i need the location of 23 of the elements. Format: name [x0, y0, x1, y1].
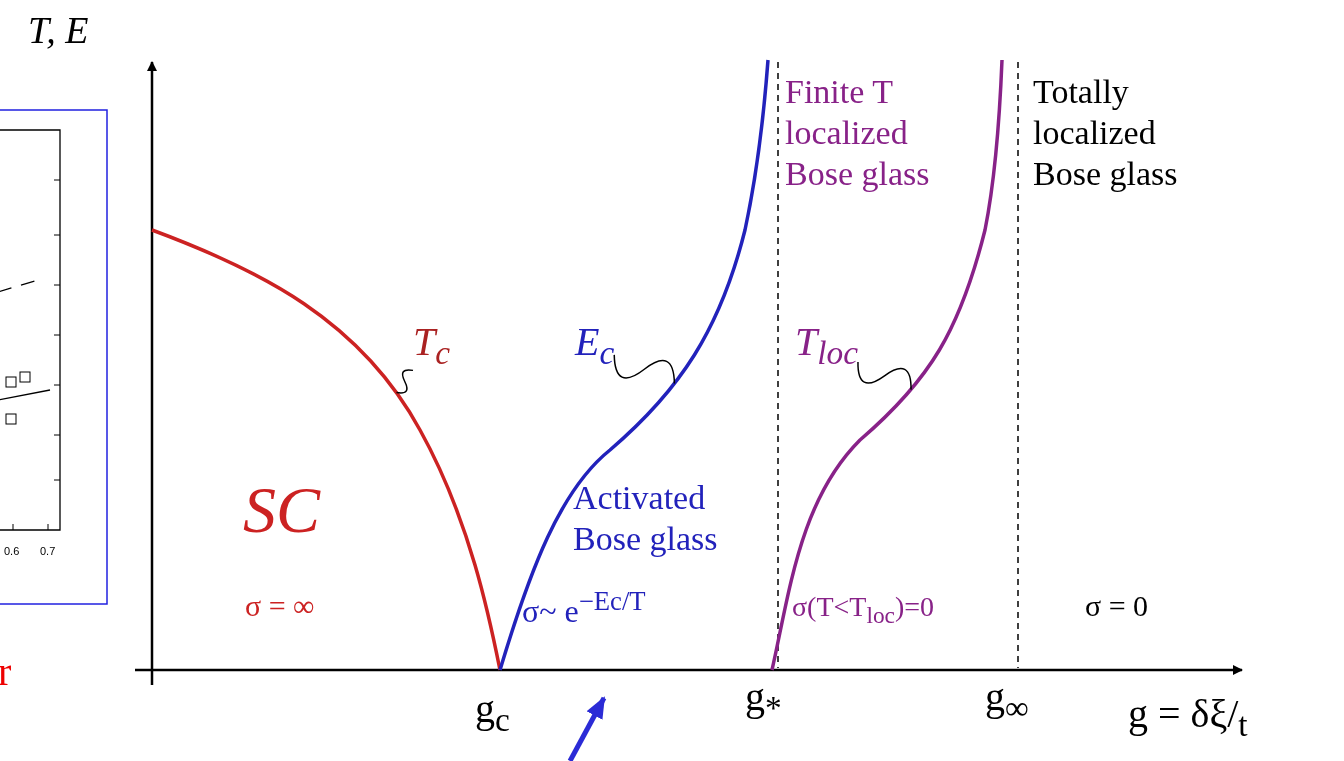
conductivity-label: σ(T<T$_{loc}$)=0 — [792, 590, 935, 630]
phase-label: Totally localized Bose glass — [1033, 72, 1179, 194]
conductivity-label: σ~ e$^{−Ec/T}$ — [522, 585, 646, 631]
phase-boundary-curve — [151, 228, 502, 671]
conductivity-label: σ = 0 — [1085, 588, 1149, 624]
phase-boundary-curve — [770, 59, 1004, 671]
conductivity-label: σ = ∞ — [245, 588, 315, 624]
curve-label: T$_{c}$ — [413, 318, 451, 373]
axis-tick-label: g$_{∞}$ — [985, 673, 1029, 728]
curve-label: E$_{c}$ — [575, 318, 615, 373]
phase-boundary-curve — [498, 59, 770, 671]
axis-tick-label: g$_{c}$ — [475, 685, 510, 740]
leader-line — [613, 354, 676, 385]
tick-label: 0.7 — [40, 545, 56, 559]
axis-tick-label: g$_{*}$ — [745, 673, 782, 728]
tick-label: 0.6 — [4, 545, 20, 559]
axis-label: T, E — [28, 8, 89, 53]
phase-label: Activated Bose glass — [573, 478, 719, 559]
leader-line — [857, 361, 912, 391]
curve-label: T$_{loc}$ — [795, 318, 858, 373]
phase-label: Finite T localized Bose glass — [785, 72, 931, 194]
phase-label: SC — [243, 472, 321, 548]
axis-label: g = δξ/$_{t}$ — [1128, 690, 1248, 745]
